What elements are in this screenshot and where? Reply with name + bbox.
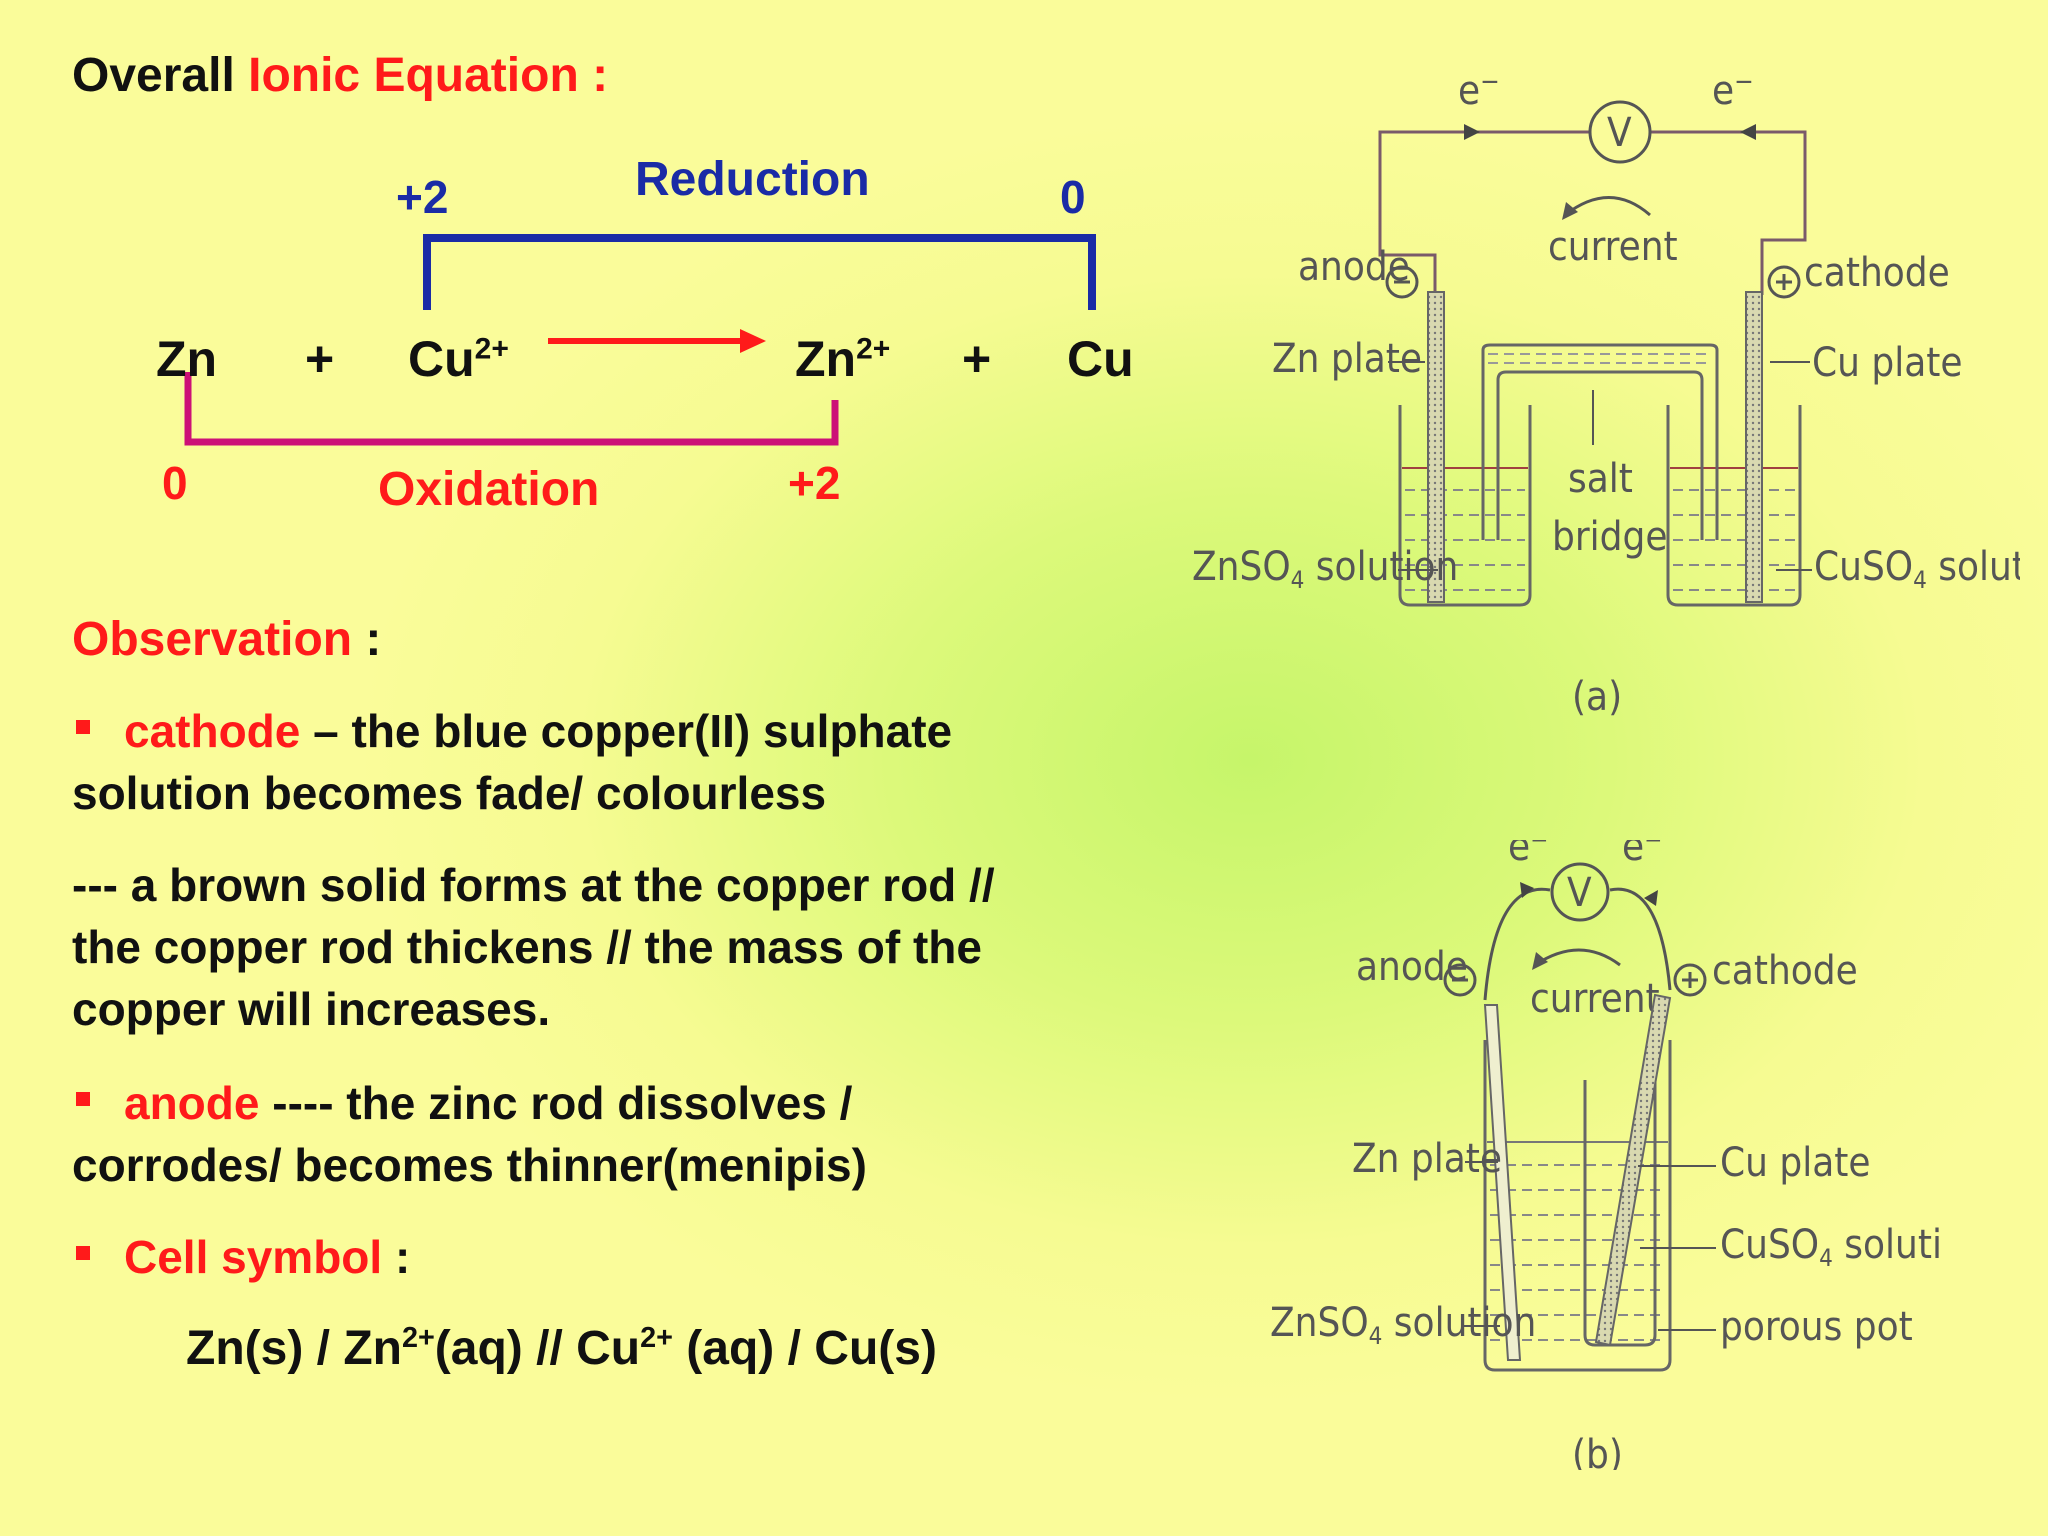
caption-b: (b)	[1572, 1432, 1623, 1470]
salt-label-a: salt	[1568, 456, 1633, 502]
zn-plate-label-b: Zn plate	[1352, 1136, 1502, 1182]
reactant-cu-ion: Cu2+	[408, 331, 509, 387]
outer-beaker-b	[1483, 1040, 1672, 1372]
left-beaker-a	[1398, 405, 1532, 607]
slide-title: Overall Ionic Equation :	[72, 48, 608, 103]
reduction-label: Reduction	[635, 153, 870, 206]
copper-rod-observation: --- a brown solid forms at the copper ro…	[72, 859, 995, 1035]
current-arrow-head-a	[1562, 202, 1578, 220]
zinc-plate-b	[1483, 1004, 1522, 1361]
oxidation-from-oxidation-state: 0	[162, 457, 188, 509]
cathode-observation: cathode – the blue copper(II) sulphate s…	[72, 705, 953, 819]
electron-label-left-a: e−	[1458, 67, 1500, 114]
electron-arrow-right-b	[1644, 890, 1658, 906]
equation-brackets	[184, 234, 1096, 446]
anode-minus-icon-b	[1443, 963, 1477, 997]
oxidation-to-oxidation-state: +2	[788, 457, 841, 509]
reduction-to-oxidation-state: 0	[1060, 171, 1086, 223]
product-cu: Cu	[1067, 331, 1134, 387]
daniell-cell-diagram-a: V e− e− current anode cathode Zn plate C…	[1192, 67, 2020, 720]
current-label-b: current	[1530, 976, 1660, 1022]
reduction-bracket	[423, 234, 1096, 310]
plus-sign-1: +	[305, 331, 335, 387]
znso4-label-a: ZnSO4 solution	[1192, 544, 1458, 594]
external-circuit-b	[1483, 887, 1672, 1001]
cuso4-label-b: CuSO4 solution	[1720, 1222, 1940, 1272]
cathode-plus-icon-b	[1673, 963, 1707, 997]
bullet-cell-symbol	[76, 1246, 90, 1260]
reaction-arrow-head	[740, 329, 766, 353]
current-arrow-b	[1534, 948, 1621, 967]
cathode-label-a: cathode	[1804, 250, 1950, 296]
solution-dashes-a	[1405, 489, 1795, 591]
plus-sign-a	[1776, 274, 1792, 290]
oxidation-label: Oxidation	[378, 463, 600, 516]
oxidation-bracket	[184, 372, 839, 446]
salt-bridge-fill-a	[1488, 353, 1712, 364]
external-circuit-a	[1378, 130, 1807, 295]
reduction-from-oxidation-state: +2	[396, 171, 449, 223]
anode-observation: anode ---- the zinc rod dissolves / corr…	[72, 1077, 867, 1191]
title-ionic-equation: Ionic Equation :	[248, 49, 609, 102]
electron-label-left-b: e−	[1508, 840, 1548, 870]
daniell-cell-diagram-b: V e− e− current anode cathode Zn plate C…	[1270, 840, 1940, 1470]
znso4-label-b: ZnSO4 solution	[1270, 1300, 1536, 1350]
porous-pot-b	[1583, 1080, 1657, 1347]
plus-sign-b	[1682, 972, 1698, 988]
cathode-plus-icon-a	[1767, 265, 1801, 299]
cu-plate-label-a: Cu plate	[1812, 340, 1963, 386]
product-zn-ion: Zn2+	[795, 331, 891, 387]
current-arrow-head-b	[1532, 952, 1548, 970]
voltmeter-symbol-a: V	[1607, 110, 1632, 156]
anode-minus-icon-a	[1385, 265, 1419, 299]
porous-pot-label-b: porous pot	[1720, 1304, 1913, 1350]
copper-plate-a	[1745, 291, 1763, 603]
reactant-zn: Zn	[156, 331, 218, 387]
voltmeter-a	[1588, 100, 1652, 164]
electron-label-right-b: e−	[1622, 840, 1662, 870]
cell-symbol-notation: Zn(s) / Zn2+(aq) // Cu2+ (aq) / Cu(s)	[186, 1322, 937, 1375]
right-beaker-a	[1666, 405, 1802, 607]
voltmeter-b	[1550, 862, 1610, 922]
current-label-a: current	[1548, 224, 1678, 270]
title-overall: Overall	[72, 49, 249, 102]
bullet-anode	[76, 1092, 90, 1106]
cu-plate-label-b: Cu plate	[1720, 1140, 1871, 1186]
zinc-plate-a	[1427, 291, 1445, 603]
cuso4-label-a: CuSO4 solution	[1814, 544, 2020, 594]
zn-plate-label-a: Zn plate	[1272, 336, 1422, 382]
salt-bridge-a	[1481, 343, 1719, 540]
anode-label-b: anode	[1356, 944, 1468, 990]
current-arrow-a	[1564, 196, 1651, 217]
voltmeter-symbol-b: V	[1567, 870, 1592, 916]
electron-label-right-a: e−	[1712, 67, 1754, 114]
electron-arrow-right-a	[1740, 124, 1756, 140]
bullet-cathode	[76, 720, 90, 734]
cell-symbol-heading: Cell symbol :	[124, 1231, 411, 1283]
electron-arrow-left-b	[1520, 882, 1534, 898]
copper-plate-b	[1594, 993, 1672, 1347]
plus-sign-2: +	[962, 331, 992, 387]
electron-arrow-left-a	[1464, 124, 1480, 140]
cathode-label-b: cathode	[1712, 948, 1858, 994]
bridge-label-a: bridge	[1552, 514, 1668, 560]
caption-a: (a)	[1572, 674, 1622, 720]
observation-heading: Observation :	[72, 613, 382, 666]
anode-label-a: anode	[1298, 244, 1410, 290]
